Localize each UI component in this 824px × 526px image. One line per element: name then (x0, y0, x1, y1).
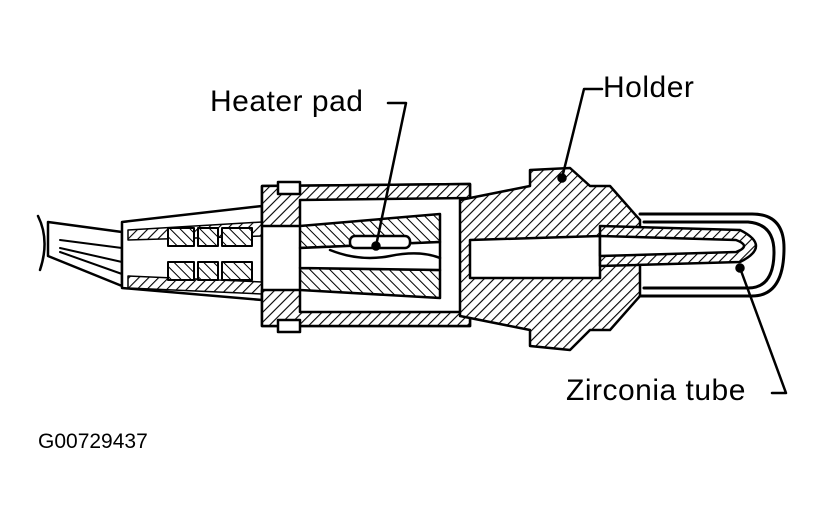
zirconia-tube-leader (738, 266, 788, 395)
protective-cover (638, 212, 786, 298)
heater-pad-leader (374, 101, 408, 248)
rear-boot (120, 204, 264, 302)
zirconia-tube-label: Zirconia tube (566, 374, 746, 407)
figure-id: G00729437 (38, 430, 148, 453)
zirconia-tube (598, 224, 758, 268)
holder-pointer (557, 173, 567, 183)
heater-pad-label: Heater pad (210, 85, 364, 118)
terminal-crimps (167, 227, 253, 281)
holder (458, 166, 642, 352)
heater-element (328, 234, 442, 260)
zirconia-tube-pointer (735, 263, 745, 273)
leader-lines (371, 87, 788, 395)
holder-leader (560, 87, 604, 180)
heater-pad-pointer (371, 241, 381, 251)
inner-insulator (298, 212, 442, 300)
wire-harness (36, 214, 124, 288)
holder-label: Holder (603, 71, 695, 104)
